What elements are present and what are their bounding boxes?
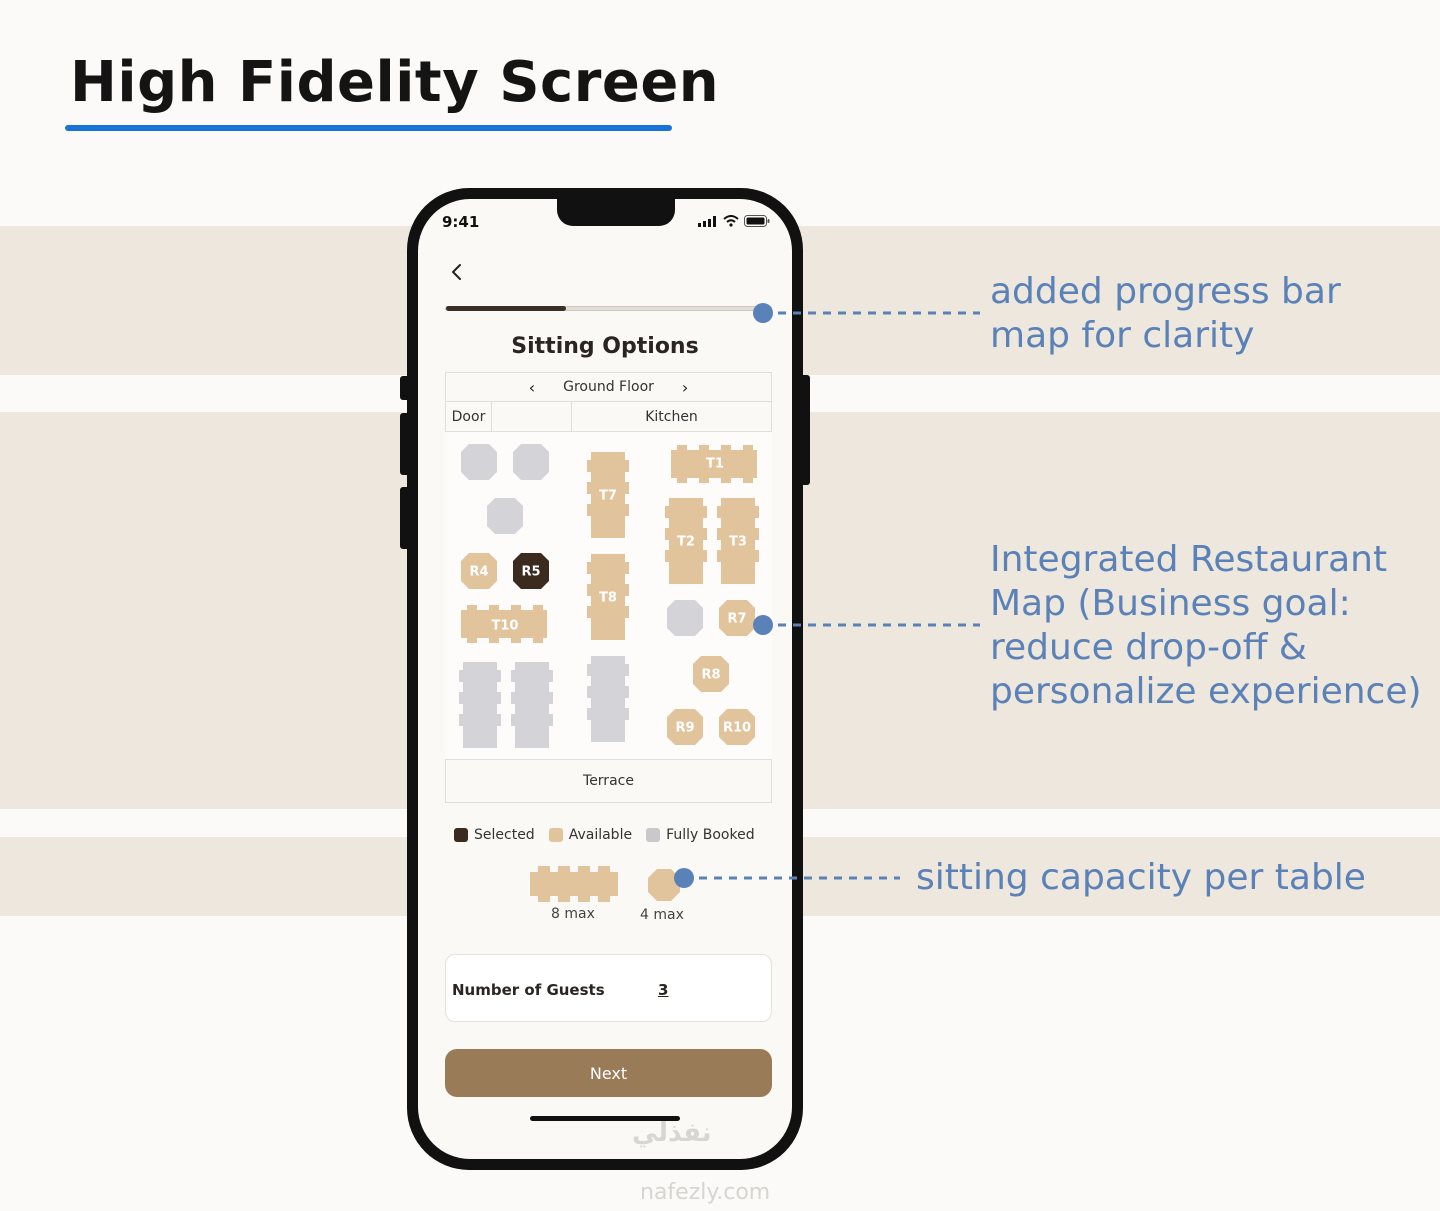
watermark-url: nafezly.com	[640, 1180, 771, 1205]
table-label: T2	[677, 535, 695, 550]
progress-bar	[445, 306, 772, 311]
table-t2[interactable]: T2	[665, 498, 707, 584]
zone-kitchen: Kitchen	[645, 408, 698, 425]
next-button[interactable]: Next	[445, 1049, 772, 1097]
guests-label: Number of Guests	[452, 981, 605, 999]
mute-switch	[400, 376, 410, 400]
table-label: R9	[675, 721, 694, 736]
zone-row: Door Kitchen	[445, 402, 772, 432]
table-t7[interactable]: T7	[587, 452, 629, 538]
table-r10[interactable]: R10	[719, 709, 755, 745]
legend-item: Available	[548, 827, 633, 843]
battery-icon	[744, 215, 770, 227]
table-booked	[667, 600, 703, 636]
table-booked	[587, 656, 629, 742]
phone-frame: 9:41 Sitting Options ‹ Ground Floor › Do…	[407, 188, 803, 1170]
booked-swatch	[646, 828, 661, 842]
signal-icon	[698, 216, 716, 227]
zone-door: Door	[446, 402, 492, 431]
table-label: R7	[727, 612, 746, 627]
phone-screen: 9:41 Sitting Options ‹ Ground Floor › Do…	[418, 199, 792, 1159]
page-title: High Fidelity Screen	[70, 50, 720, 115]
table-label: T8	[599, 591, 617, 606]
capacity-8-label: 8 max	[551, 906, 595, 922]
table-4-seat-icon	[648, 869, 680, 901]
legend-label: Selected	[474, 827, 535, 843]
notch	[557, 199, 675, 226]
legend-item: Selected	[454, 827, 535, 843]
table-label: T1	[706, 457, 724, 472]
volume-down-button	[400, 487, 410, 549]
watermark-logo: نفذلي	[632, 1118, 712, 1148]
table-booked	[511, 662, 553, 748]
wifi-icon	[723, 215, 739, 227]
table-label: R4	[469, 565, 488, 580]
table-t8[interactable]: T8	[587, 554, 629, 640]
home-indicator	[530, 1116, 680, 1121]
table-booked	[459, 662, 501, 748]
table-label: R5	[521, 565, 540, 580]
table-r5[interactable]: R5	[513, 553, 549, 589]
legend: Selected Available Fully Booked	[454, 827, 755, 843]
progress-fill	[446, 306, 567, 311]
chevron-right-icon[interactable]: ›	[681, 377, 689, 397]
capacity-4-label: 4 max	[640, 907, 684, 923]
table-label: R8	[701, 668, 720, 683]
screen-title: Sitting Options	[511, 334, 699, 359]
table-booked	[513, 444, 549, 480]
power-button	[800, 375, 810, 485]
table-r4[interactable]: R4	[461, 553, 497, 589]
status-time: 9:41	[442, 213, 480, 231]
table-label: T7	[599, 489, 617, 504]
volume-up-button	[400, 413, 410, 475]
chevron-left-icon[interactable]: ‹	[528, 377, 536, 397]
table-8-seat-icon	[530, 866, 618, 902]
table-t10[interactable]: T10	[461, 605, 547, 643]
available-swatch	[548, 828, 563, 842]
table-r7[interactable]: R7	[719, 600, 755, 636]
legend-label: Fully Booked	[666, 827, 755, 843]
back-icon[interactable]	[448, 261, 468, 283]
table-r8[interactable]: R8	[693, 656, 729, 692]
guests-value[interactable]: 3	[658, 981, 669, 999]
table-r9[interactable]: R9	[667, 709, 703, 745]
status-icons	[698, 215, 770, 227]
table-label: T3	[729, 535, 747, 550]
guests-field[interactable]: Number of Guests 3	[445, 954, 772, 1022]
floor-selector: ‹ Ground Floor ›	[445, 372, 772, 402]
table-t3[interactable]: T3	[717, 498, 759, 584]
annotation-capacity: sitting capacity per table	[916, 857, 1366, 898]
table-label: T10	[492, 619, 519, 634]
annotation-map: Integrated Restaurant Map (Business goal…	[990, 539, 1422, 712]
legend-label: Available	[568, 827, 633, 843]
zone-terrace: Terrace	[445, 759, 772, 803]
table-booked	[461, 444, 497, 480]
selected-swatch	[454, 828, 468, 842]
table-t1[interactable]: T1	[671, 445, 757, 483]
annotation-progress: added progress bar map for clarity	[990, 271, 1341, 356]
table-label: R10	[723, 721, 751, 736]
table-booked	[487, 498, 523, 534]
title-underline	[65, 125, 672, 131]
legend-item: Fully Booked	[646, 827, 755, 843]
floor-label: Ground Floor	[563, 379, 654, 395]
